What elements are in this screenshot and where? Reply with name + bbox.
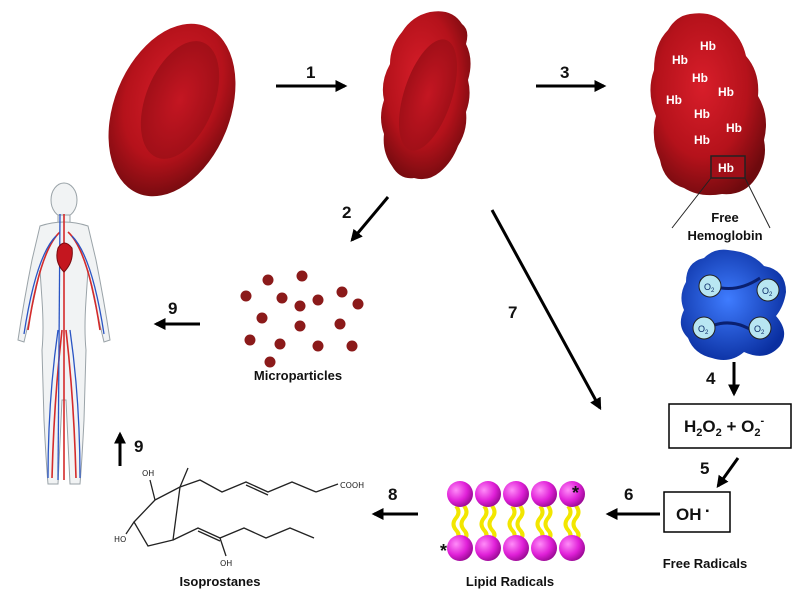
chem-oh-top: OH [142,469,154,478]
lipid-tail [479,504,489,542]
hemoglobin-tetramer: O2 O2 O2 O2 [680,249,786,360]
microparticle [334,318,346,330]
lipid-tail [451,504,461,542]
step-7-number: 7 [508,303,517,322]
o2-label: O2 [704,282,715,294]
step-numbers: 1 2 3 4 5 6 7 8 9 9 [134,63,716,504]
hb-label: Hb [672,53,688,67]
lipid-tail [515,504,525,542]
microparticle [256,312,268,324]
peroxide-superoxide-text: H2O2 + O2- [684,415,765,439]
hb-label: Hb [694,133,710,147]
microparticle [312,340,324,352]
microparticle [294,300,306,312]
arrow-step-7 [490,209,602,411]
hydroxyl-radical-text: OH▪ [676,505,710,524]
lipid-radicals-label: Lipid Radicals [466,574,554,589]
microparticle [276,292,288,304]
microparticle [264,356,276,368]
asterisk-bottom: * [440,541,447,561]
step-1-number: 1 [306,63,315,82]
arrows [114,80,740,520]
lipid-tail [487,504,497,542]
microparticles-cluster [240,270,364,368]
hb-label: Hb [718,161,734,175]
lipid-head [531,481,557,507]
step-9-number-lower: 9 [134,437,143,456]
arrow-step-2 [350,196,390,242]
microparticles-label: Microparticles [254,368,342,383]
hydroxyl-radical-box [663,491,731,533]
free-hemoglobin-line1: Free [711,210,738,225]
zoom-line [744,177,771,229]
lipid-head [447,481,473,507]
microparticle [262,274,274,286]
damaged-rbc [381,11,471,180]
lipid-tail [507,504,517,542]
step-3-number: 3 [560,63,569,82]
lipid-bilayer [447,481,585,561]
isoprostane-structure [125,467,339,557]
microparticle [296,270,308,282]
hb-label: Hb [692,71,708,85]
lysed-rbc [650,13,766,196]
free-radicals-label: Free Radicals [663,556,748,571]
lipid-tail [543,504,553,542]
hb-label: Hb [726,121,742,135]
arrow-step-5 [716,457,740,488]
lipid-tail [571,504,581,542]
o2-label: O2 [762,286,773,298]
peroxide-superoxide-box [668,403,792,449]
lipid-head [503,481,529,507]
zoom-line [671,177,712,229]
lipid-head [559,481,585,507]
lipid-head [475,481,501,507]
microparticle [346,340,358,352]
step-2-number: 2 [342,203,351,222]
microparticle [312,294,324,306]
lipid-head [475,535,501,561]
microparticle [240,290,252,302]
lipid-tail [563,504,573,542]
lipid-tail [459,504,469,542]
step-6-number: 6 [624,485,633,504]
lipid-head [559,535,585,561]
microparticle [352,298,364,310]
lipid-head [503,535,529,561]
lipid-head [531,535,557,561]
lipid-tail [535,504,545,542]
free-hemoglobin-line2: Hemoglobin [687,228,762,243]
microparticle [336,286,348,298]
step-8-number: 8 [388,485,397,504]
o2-label: O2 [754,324,765,336]
hb-highlight-box [710,155,746,179]
chem-cooh: COOH [340,481,364,490]
hb-label: Hb [666,93,682,107]
hb-label: Hb [700,39,716,53]
asterisk-top: * [572,483,579,503]
circulatory-system-figure [17,182,111,485]
chem-oh-bottom: OH [220,559,232,568]
normal-rbc [108,23,236,197]
microparticle [294,320,306,332]
microparticle [244,334,256,346]
isoprostanes-label: Isoprostanes [180,574,261,589]
step-4-number: 4 [706,369,716,388]
chem-ho-left: HO [114,535,126,544]
microparticle [274,338,286,350]
hb-molecules: Hb Hb Hb Hb Hb Hb Hb Hb Hb [666,39,746,179]
step-5-number: 5 [700,459,709,478]
lipid-head [447,535,473,561]
hb-label: Hb [718,85,734,99]
o2-label: O2 [698,324,709,336]
hb-label: Hb [694,107,710,121]
step-9-number-upper: 9 [168,299,177,318]
